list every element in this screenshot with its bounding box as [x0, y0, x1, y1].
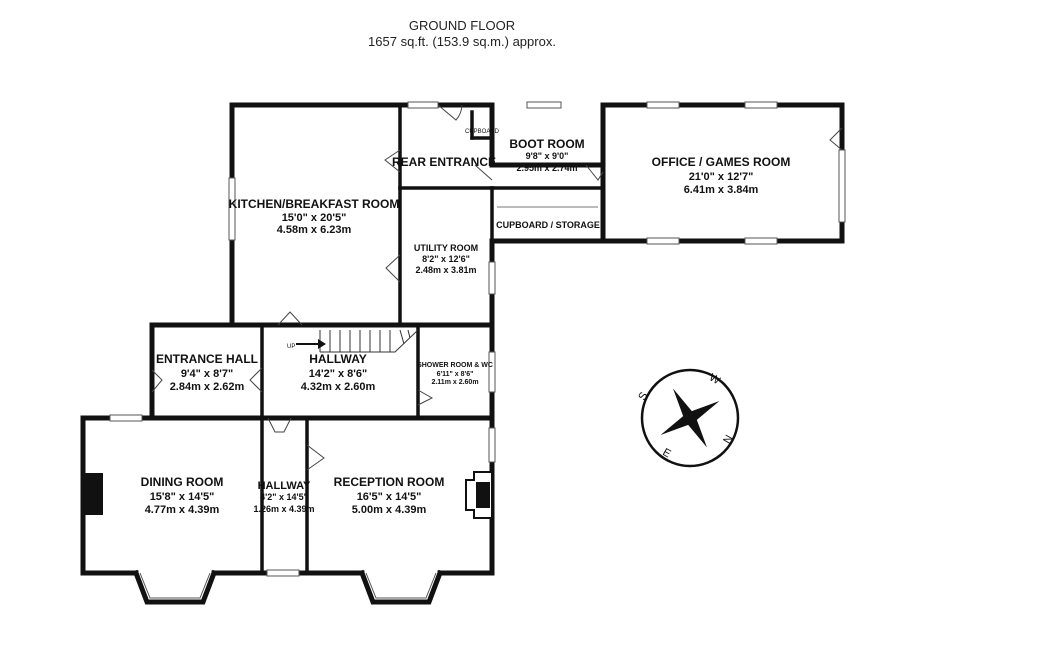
cupboard-storage-name: CUPBOARD / STORAGE: [496, 220, 600, 230]
utility-dim-metric: 2.48m x 3.81m: [415, 265, 476, 275]
hallway-main-name: HALLWAY: [309, 352, 367, 366]
compass-north: N: [721, 433, 735, 446]
hallway-small-name: HALLWAY: [258, 480, 311, 492]
shower-room-dim-imperial: 6'11" x 8'6": [437, 371, 474, 378]
entrance-hall-dim-metric: 2.84m x 2.62m: [170, 381, 245, 393]
utility-dim-imperial: 8'2" x 12'6": [422, 254, 470, 264]
dining-name: DINING ROOM: [141, 475, 224, 489]
reception-bay-window: [358, 569, 444, 605]
compass-ring: [640, 368, 740, 468]
hallway-main-dim-metric: 4.32m x 2.60m: [301, 381, 376, 393]
interior-walls: [260, 103, 605, 575]
office-dim-imperial: 21'0" x 12'7": [689, 171, 754, 183]
hallway-small-dim-metric: 1.26m x 4.39m: [253, 504, 314, 514]
door-swings: [151, 104, 843, 471]
shower-room-name: SHOWER ROOM & WC: [417, 362, 493, 369]
boot-room-name: BOOT ROOM: [509, 137, 584, 151]
floor-title: GROUND FLOOR: [408, 18, 516, 33]
office-dim-metric: 6.41m x 3.84m: [684, 184, 759, 196]
boot-room-dim-metric: 2.95m x 2.74m: [516, 163, 577, 173]
compass: S W N E: [636, 368, 740, 468]
reception-dim-imperial: 16'5" x 14'5": [357, 491, 422, 503]
dining-dim-imperial: 15'8" x 14'5": [150, 491, 215, 503]
rear-entrance-name: REAR ENTRANCE: [392, 155, 496, 169]
compass-star-icon: [660, 388, 720, 448]
shower-room-dim-metric: 2.11m x 2.60m: [431, 379, 478, 386]
dining-bay-window: [132, 569, 218, 605]
exterior-walls: [80, 102, 845, 576]
reception-fireplace: [465, 471, 493, 519]
kitchen-dim-metric: 4.58m x 6.23m: [277, 224, 352, 236]
kitchen-dim-imperial: 15'0" x 20'5": [282, 212, 347, 224]
entrance-hall-dim-imperial: 9'4" x 8'7": [181, 368, 233, 380]
hallway-main-dim-imperial: 14'2" x 8'6": [309, 368, 367, 380]
boot-room-dim-imperial: 9'8" x 9'0": [526, 151, 569, 161]
dining-fireplace: [83, 473, 103, 515]
office-name: OFFICE / GAMES ROOM: [652, 155, 791, 169]
windows: [109, 101, 846, 577]
stairs-up-label: UP: [287, 344, 295, 350]
cupboard-small-name: CUPBOARD: [465, 129, 500, 135]
hallway-small-dim-imperial: 4'2" x 14'5": [260, 492, 308, 502]
reception-dim-metric: 5.00m x 4.39m: [352, 504, 427, 516]
utility-name: UTILITY ROOM: [414, 243, 478, 253]
kitchen-name: KITCHEN/BREAKFAST ROOM: [229, 197, 400, 211]
entrance-hall-name: ENTRANCE HALL: [156, 352, 258, 366]
reception-name: RECEPTION ROOM: [334, 475, 445, 489]
floor-area: 1657 sq.ft. (153.9 sq.m.) approx.: [368, 34, 556, 49]
dining-dim-metric: 4.77m x 4.39m: [145, 504, 220, 516]
staircase: [296, 329, 419, 353]
